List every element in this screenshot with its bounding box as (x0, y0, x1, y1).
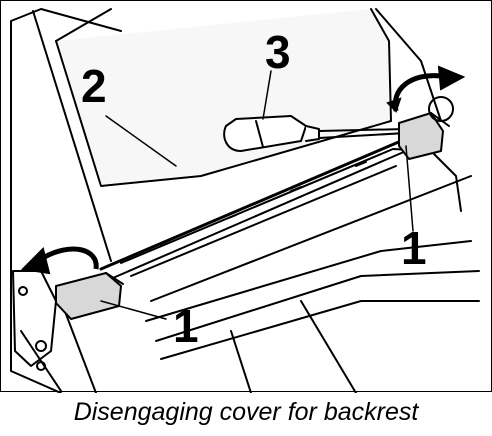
backrest-frame (10, 8, 122, 393)
leader-1-left (100, 300, 167, 320)
callout-clip-left: 1 (173, 300, 199, 352)
figure-caption: Disengaging cover for backrest (73, 398, 419, 426)
callout-clip-right: 1 (401, 222, 427, 274)
rotate-arrow-left-icon (20, 246, 99, 275)
callout-screwdriver: 3 (265, 26, 291, 78)
leader-2 (105, 115, 177, 167)
backrest-line-drawing (10, 8, 480, 393)
clip-right (398, 96, 454, 160)
leader-3 (262, 70, 272, 120)
screwdriver (223, 115, 407, 152)
callout-cover: 2 (81, 60, 107, 112)
illustration-frame: 2 3 1 1 (0, 0, 492, 393)
rotate-arrow-right-icon (386, 65, 466, 113)
leader-1-right (405, 145, 414, 232)
clip-left (55, 272, 124, 320)
